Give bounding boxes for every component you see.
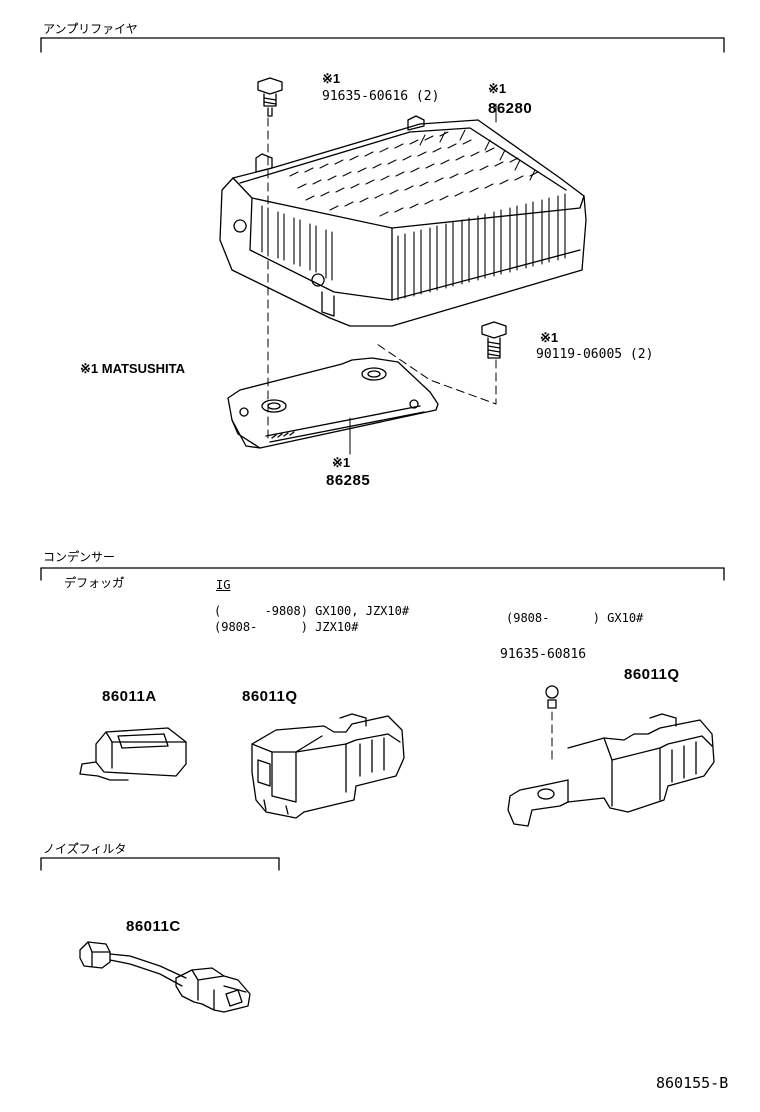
amplifier-side-fins — [261, 193, 566, 301]
bolt-90119-06005 — [481, 321, 507, 359]
noise-filter-86011C — [79, 941, 251, 1013]
condenser-86011Q-right-number: 86011Q — [624, 666, 680, 683]
amplifier-86280-mark: ※1 — [488, 81, 507, 96]
part-number: 90119-06005 — [536, 347, 623, 362]
maker-note: ※1 MATSUSHITA — [80, 361, 186, 376]
bolt-91635-60816-number: 91635-60816 — [500, 647, 587, 662]
bracket-86285-number: 86285 — [326, 472, 371, 489]
applicability-line-1: ( -9808) GX100, JZX10# — [214, 604, 410, 618]
applicability-line-3: (9808- ) GX10# — [506, 611, 644, 625]
figure-id: 860155-B — [656, 1074, 729, 1092]
applicability-line-2: (9808- ) JZX10# — [214, 620, 359, 634]
condenser-86011Q-number: 86011Q — [242, 688, 298, 705]
amplifier-86280-number: 86280 — [488, 100, 533, 117]
amplifier-top-vent-grid — [289, 129, 539, 217]
bracket-86285 — [227, 357, 439, 449]
amplifier-section-title: アンプ゚リファイヤ — [43, 22, 138, 36]
amplifier-section-frame — [40, 37, 725, 53]
bracket-86285-mark: ※1 — [332, 455, 351, 470]
part-qty: (2) — [629, 347, 654, 362]
bolt-91635-60616-mark: ※1 — [322, 71, 341, 86]
condenser-section-title: コンデ゚ンサー — [43, 550, 116, 564]
noise-filter-section-title: ノイズ゚フィルタ — [43, 842, 127, 856]
noise-filter-section-frame — [40, 857, 280, 871]
condenser-section-frame — [40, 567, 725, 581]
part-number: 91635-60616 — [322, 89, 409, 104]
bolt-90119-06005-mark: ※1 — [540, 330, 559, 345]
condenser-86011A — [79, 727, 187, 781]
ig-subtitle: IG — [216, 578, 231, 592]
part-qty: (2) — [415, 89, 440, 104]
condenser-86011A-number: 86011A — [102, 688, 157, 705]
bolt-90119-06005-label: 90119-06005 (2) — [536, 348, 653, 362]
condenser-86011Q-right — [507, 685, 715, 827]
noise-filter-86011C-number: 86011C — [126, 918, 181, 935]
condenser-86011Q-center — [251, 713, 405, 819]
bolt-91635-60616-label: 91635-60616 (2) — [322, 90, 439, 104]
amplifier-unit-86280 — [219, 115, 587, 327]
defogger-subtitle: デ゚フォッガ゚ — [64, 576, 125, 590]
bolt-91635-60616 — [257, 77, 283, 117]
